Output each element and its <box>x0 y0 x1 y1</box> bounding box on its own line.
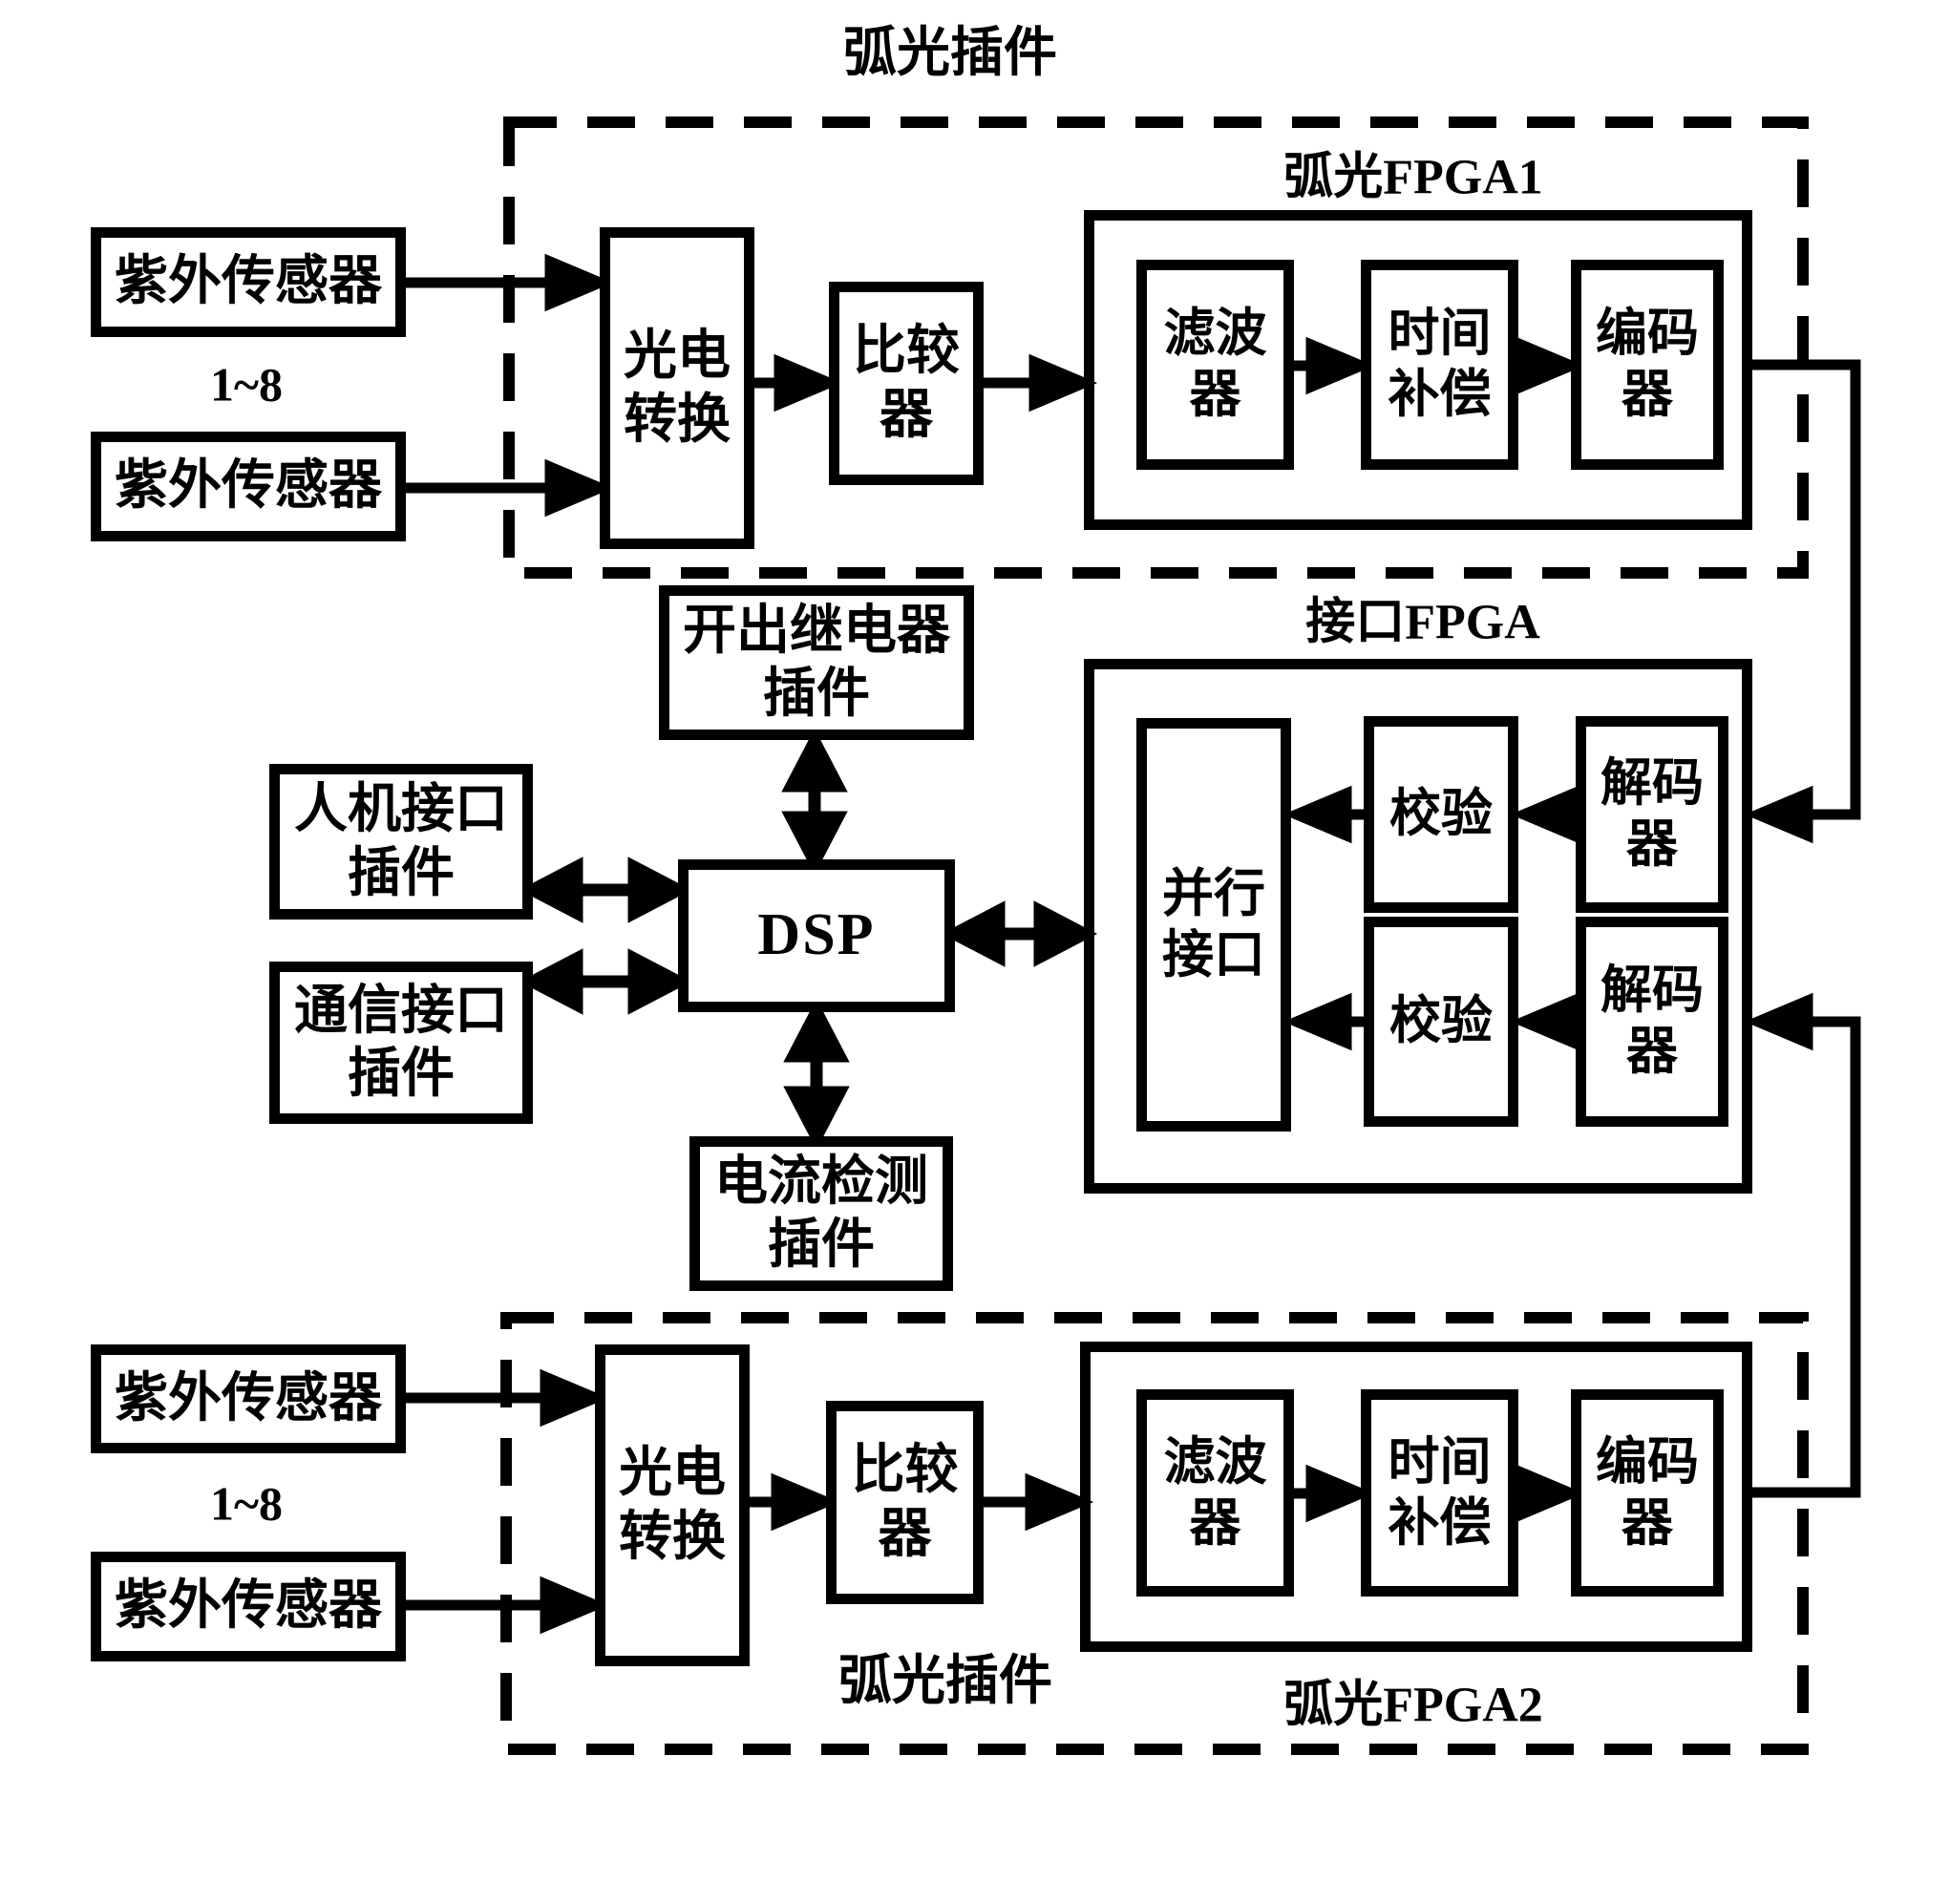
comparator-b: 比较 器 <box>826 1401 984 1604</box>
photoelectric-conversion-b: 光电 转换 <box>595 1344 750 1666</box>
arrowhead <box>783 1086 850 1151</box>
dashed-box-arc-plugin-2 <box>500 1312 1809 1755</box>
arrowhead <box>783 998 850 1063</box>
filter-a: 滤波 器 <box>1136 260 1294 470</box>
arc-fpga1-box <box>1084 210 1752 530</box>
relay-output-plugin: 开出继电器 插件 <box>659 585 974 740</box>
arrowhead <box>540 1368 609 1428</box>
check-box-1: 校验 <box>1364 716 1518 913</box>
arrowhead <box>941 900 1006 967</box>
route-fpga1-encoder-to-decoder1 <box>1752 359 1861 820</box>
arrowhead <box>1510 785 1579 844</box>
arrowhead <box>1028 353 1098 413</box>
route-fpga2-encoder-to-decoder2 <box>1752 1016 1861 1498</box>
arrowhead <box>781 728 848 793</box>
arrowhead <box>627 948 692 1015</box>
arrowhead <box>540 1576 609 1635</box>
decoder-box-2: 解码 器 <box>1576 917 1728 1127</box>
check-box-2: 校验 <box>1364 917 1518 1127</box>
uv-sensor-box-b1: 紫外传感器 <box>91 1344 406 1453</box>
uv-sensor-box-a2: 紫外传感器 <box>91 432 406 541</box>
hmi-plugin: 人机接口 插件 <box>269 764 533 920</box>
arrowhead <box>1282 785 1352 844</box>
arrowhead <box>1282 992 1352 1051</box>
arrowhead <box>1305 336 1375 395</box>
bottom-plugin-label: 弧光插件 <box>838 1652 1052 1712</box>
dsp-box: DSP <box>678 859 955 1012</box>
arrowhead <box>1305 1464 1375 1523</box>
top-plugin-label: 弧光插件 <box>843 24 1057 84</box>
filter-b: 滤波 器 <box>1136 1389 1294 1597</box>
encoder-b: 编码 器 <box>1571 1389 1724 1597</box>
arrowhead <box>627 857 692 923</box>
photoelectric-conversion-a: 光电 转换 <box>600 227 754 549</box>
time-compensation-b: 时间 补偿 <box>1361 1389 1518 1597</box>
arrowhead <box>544 458 614 518</box>
fpga2-label: 弧光FPGA2 <box>1283 1678 1543 1733</box>
arrowhead <box>1033 900 1098 967</box>
arrowhead <box>1025 1472 1094 1532</box>
interface-fpga-box <box>1084 659 1752 1194</box>
sensor-range-top: 1~8 <box>209 357 284 412</box>
fpga1-label: 弧光FPGA1 <box>1283 150 1543 205</box>
comparator-a: 比较 器 <box>829 282 984 485</box>
comm-plugin: 通信接口 插件 <box>269 962 533 1124</box>
time-compensation-a: 时间 补偿 <box>1361 260 1518 470</box>
arrowhead <box>1510 992 1579 1051</box>
dashed-box-arc-plugin-1 <box>503 116 1809 579</box>
arrowhead <box>1744 992 1813 1051</box>
arrowhead <box>771 1472 840 1532</box>
arrowhead <box>1515 336 1585 395</box>
interface-fpga-label: 接口FPGA <box>1305 595 1540 650</box>
encoder-a: 编码 器 <box>1571 260 1724 470</box>
arrowhead <box>1744 785 1813 844</box>
arrowhead <box>544 253 614 312</box>
parallel-port: 并行 接口 <box>1136 718 1291 1132</box>
arrowhead <box>774 353 843 413</box>
arrowhead <box>519 857 583 923</box>
arrowhead <box>781 811 848 876</box>
current-detection-plugin: 电流检测 插件 <box>689 1136 953 1291</box>
decoder-box-1: 解码 器 <box>1576 716 1728 913</box>
arrowhead <box>1515 1464 1585 1523</box>
arc-fpga2-box <box>1080 1342 1752 1652</box>
uv-sensor-box-a1: 紫外传感器 <box>91 227 406 337</box>
arrowhead <box>519 948 583 1015</box>
uv-sensor-box-b2: 紫外传感器 <box>91 1552 406 1661</box>
sensor-range-bottom: 1~8 <box>209 1476 284 1531</box>
